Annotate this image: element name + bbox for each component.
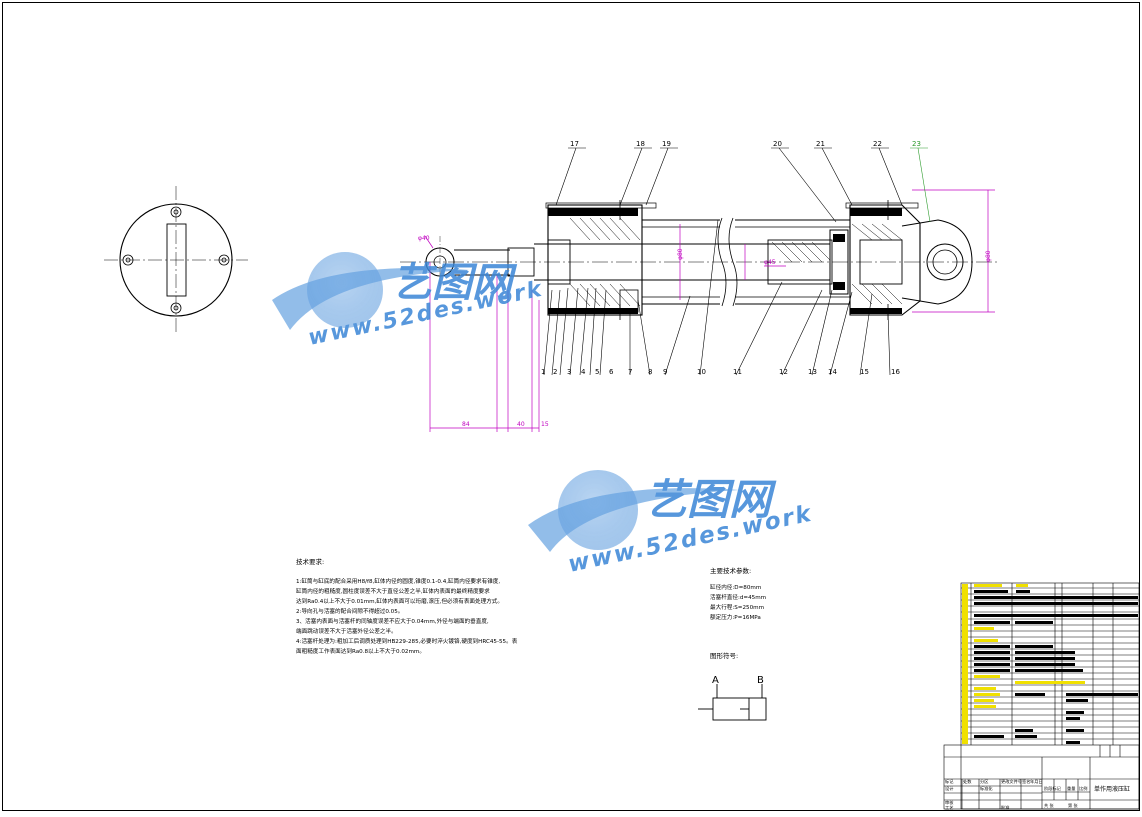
svg-text:标记: 标记 <box>945 778 954 785</box>
svg-text:3: 3 <box>567 368 571 376</box>
svg-text:φ80: φ80 <box>985 250 992 262</box>
tech-req-line: 端面跳动误差不大于活塞外径公差之半。 <box>296 629 397 635</box>
svg-text:8: 8 <box>648 368 652 376</box>
svg-text:15: 15 <box>541 421 549 428</box>
svg-text:共 张: 共 张 <box>1044 802 1055 809</box>
symbol-caption: 图形符号: <box>710 652 739 660</box>
tech-req-line: 1:缸筒与缸底的配合采用H8/f8,缸体内径的圆度,锥度0.1-0.4,缸筒内径… <box>296 579 501 585</box>
tech-req-title: 技术要求: <box>296 558 325 566</box>
cylinder-section-view <box>400 200 1000 320</box>
port-a-label: A <box>712 675 719 686</box>
tech-req-line: 3、活塞内表面与活塞杆的同轴度误差不应大于0.04mm,外径与端面的垂直度, <box>296 619 489 625</box>
param-line: 活塞杆直径:d=45mm <box>710 595 767 601</box>
svg-text:2: 2 <box>553 368 557 376</box>
svg-text:φ40: φ40 <box>418 235 430 242</box>
tech-req-line: 达到Ra0.4以上不大于0.01mm,缸体内表面可以珩磨,滚压,但必须有表面处理… <box>296 599 503 605</box>
param-line: 缸径内径:D=80mm <box>710 585 762 591</box>
title-block-labels: 标记 处数 分区 更改文件号 签名 年月日 设计 标准化 审核 工艺 批准 阶段… <box>945 778 1087 811</box>
svg-text:7: 7 <box>628 368 632 376</box>
svg-text:15: 15 <box>860 368 869 376</box>
tech-req-line: 4:活塞杆处理为:粗加工后调质处理到HB229-285,必要时淬火镀铬,硬度到H… <box>296 639 518 645</box>
part-leaders <box>543 147 931 376</box>
svg-text:6: 6 <box>609 368 614 376</box>
svg-text:设计: 设计 <box>945 785 953 792</box>
svg-text:18: 18 <box>636 140 645 148</box>
watermark-brand: 艺图网 <box>392 260 518 306</box>
hydraulic-symbol <box>698 684 767 721</box>
param-line: 额定压力:P=16MPa <box>710 615 761 621</box>
svg-text:更改文件号: 更改文件号 <box>1001 778 1022 785</box>
svg-text:14: 14 <box>828 368 837 376</box>
drawing-name: 单作用液压缸 <box>1094 785 1130 793</box>
svg-text:19: 19 <box>662 140 671 148</box>
svg-text:年月日: 年月日 <box>1030 778 1043 785</box>
svg-text:比例: 比例 <box>1079 785 1087 792</box>
svg-text:84: 84 <box>462 421 470 428</box>
svg-text:重量: 重量 <box>1067 785 1075 792</box>
svg-text:16: 16 <box>891 368 900 376</box>
svg-text:φ80: φ80 <box>677 248 684 260</box>
svg-text:分区: 分区 <box>980 778 988 785</box>
svg-text:φ45: φ45 <box>764 259 776 266</box>
svg-text:11: 11 <box>733 368 742 376</box>
svg-text:阶段标记: 阶段标记 <box>1044 785 1062 792</box>
title-block-highlights <box>962 584 1085 744</box>
dimension-values: 84 40 15 φ40 φ45 φ80 φ80 <box>418 235 992 428</box>
watermark-center: 艺图网 www.52des.work <box>528 470 815 578</box>
watermark-brand: 艺图网 <box>645 475 777 524</box>
tech-req-line: 缸筒内径的粗糙度,圆柱度误差不大于直径公差之半,缸体内表面的最终精度要求 <box>296 589 490 595</box>
svg-text:13: 13 <box>808 368 817 376</box>
end-view <box>104 186 248 334</box>
param-line: 最大行程:S=250mm <box>710 605 765 611</box>
svg-text:21: 21 <box>816 140 825 148</box>
svg-text:1: 1 <box>541 368 545 376</box>
svg-text:40: 40 <box>517 421 525 428</box>
tech-req-line: 2:导向孔与活塞的配合间隙不得超过0.05。 <box>296 609 404 615</box>
dimension-lines <box>424 189 995 432</box>
watermark-top: 艺图网 www.52des.work <box>272 252 546 351</box>
main-params-title: 主要技术参数: <box>710 567 752 575</box>
svg-text:17: 17 <box>570 140 579 148</box>
svg-text:审核: 审核 <box>945 799 954 806</box>
svg-text:签名: 签名 <box>1022 778 1030 785</box>
svg-text:批准: 批准 <box>1001 804 1009 811</box>
svg-text:12: 12 <box>779 368 788 376</box>
part-number-labels: 17 18 19 20 21 22 23 1 2 3 4 5 6 7 8 9 1… <box>541 140 921 376</box>
svg-text:5: 5 <box>595 368 599 376</box>
title-block-text-bars <box>974 590 1138 744</box>
svg-text:4: 4 <box>581 368 586 376</box>
svg-text:20: 20 <box>773 140 782 148</box>
title-block <box>943 582 1140 810</box>
technical-requirements: 技术要求: 1:缸筒与缸底的配合采用H8/f8,缸体内径的圆度,锥度0.1-0.… <box>296 557 517 657</box>
main-parameters: 主要技术参数: 缸径内径:D=80mm 活塞杆直径:d=45mm 最大行程:S=… <box>710 566 766 623</box>
port-b-label: B <box>757 675 764 686</box>
svg-text:23: 23 <box>912 140 921 148</box>
svg-text:标准化: 标准化 <box>980 785 993 792</box>
tech-req-line: 面粗糙度工作表面达到Ra0.8以上不大于0.02mm。 <box>296 649 425 655</box>
svg-text:22: 22 <box>873 140 882 148</box>
svg-text:10: 10 <box>697 368 706 376</box>
svg-text:9: 9 <box>663 368 667 376</box>
svg-text:工艺: 工艺 <box>945 805 953 810</box>
svg-text:第 张: 第 张 <box>1068 802 1079 809</box>
svg-text:处数: 处数 <box>963 778 972 785</box>
